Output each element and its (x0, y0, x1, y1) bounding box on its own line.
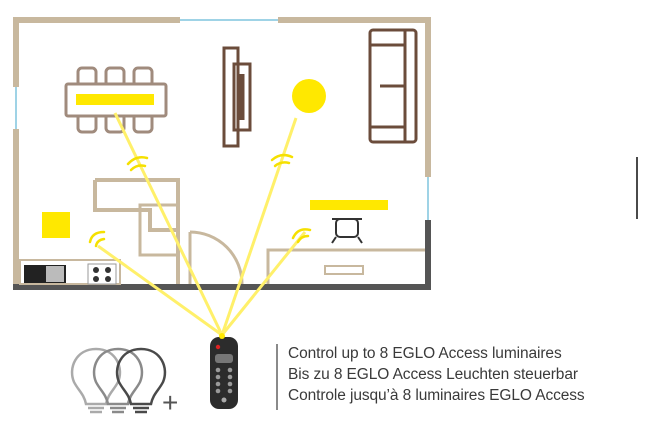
luminaires (42, 79, 388, 238)
remote-button (227, 388, 233, 394)
linear-wall-light (310, 200, 388, 210)
caption-line-fr: Controle jusqu’à 8 luminaires EGLO Acces… (288, 387, 585, 404)
caption-divider (276, 344, 278, 410)
armchair (331, 218, 363, 244)
outer-walls (13, 17, 431, 284)
round-ceiling-light (292, 79, 326, 113)
remote-button (215, 367, 221, 373)
bulb-icon (70, 347, 122, 414)
remote-button (227, 381, 233, 387)
sideboard (222, 46, 252, 148)
caption-block: Control up to 8 EGLO Access luminaires B… (276, 344, 646, 410)
tv-bench (266, 248, 425, 284)
bulb-icon (92, 347, 144, 414)
remote-button (215, 374, 221, 380)
caption-line-en: Control up to 8 EGLO Access luminaires (288, 345, 562, 362)
remote-button (215, 388, 221, 394)
remote-button (227, 374, 233, 380)
remote-button (215, 381, 221, 387)
door (188, 230, 244, 285)
bulb-icon (115, 347, 167, 414)
light-beams (97, 112, 307, 337)
remote-button (227, 367, 233, 373)
caption-line-de: Bis zu 8 EGLO Access Leuchten steuerbar (288, 366, 578, 383)
plus-sign: + (162, 387, 178, 418)
windows (15, 19, 429, 220)
dining-pendant-light (76, 94, 154, 105)
bulbs-group (70, 347, 167, 414)
kitchen-counter (19, 259, 121, 285)
signal-arcs (88, 153, 312, 248)
square-ceiling-light (42, 212, 70, 238)
side-marker (636, 157, 638, 219)
remote-control-icon (210, 337, 238, 409)
dark-walls (13, 220, 431, 290)
sofa (368, 28, 418, 144)
